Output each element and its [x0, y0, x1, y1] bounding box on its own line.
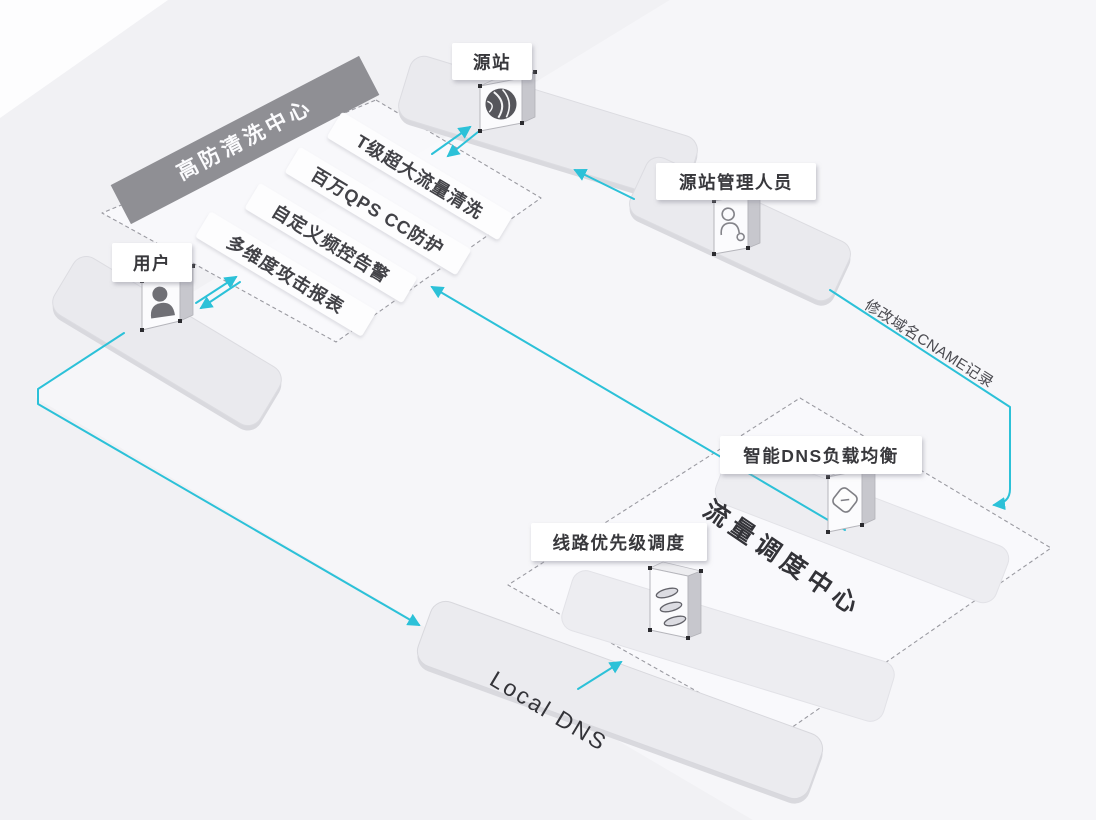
local-dns-platform — [416, 600, 824, 804]
origin-admin-label: 源站管理人员 — [656, 163, 816, 200]
user-label: 用户 — [112, 243, 192, 282]
lines-icon — [655, 587, 687, 627]
globe-icon — [485, 88, 517, 120]
admin-icon — [720, 207, 745, 242]
arrow-cname-path — [829, 289, 1011, 511]
corner-handles — [478, 70, 537, 133]
arrow-cleaning-to-user — [199, 281, 241, 310]
feature-strip — [327, 112, 513, 240]
origin-label: 源站 — [452, 43, 532, 80]
line-priority-box — [648, 561, 703, 640]
arrow-cleaning-to-origin — [431, 125, 472, 155]
feature-strip — [196, 212, 376, 336]
smart-dns-label-text: 智能DNS负载均衡 — [743, 446, 898, 466]
feature-strip — [285, 147, 471, 275]
feature-strip — [245, 183, 417, 303]
origin-label-text: 源站 — [473, 53, 511, 73]
arrow-local-dns-to-traffic — [577, 660, 623, 690]
user-label-text: 用户 — [133, 254, 171, 274]
line-priority-label: 线路优先级调度 — [531, 523, 707, 561]
arrow-traffic-to-cleaning — [430, 286, 846, 531]
origin-admin-label-text: 源站管理人员 — [679, 173, 793, 193]
arrow-origin-to-cleaning — [446, 131, 479, 158]
smart-dns-label: 智能DNS负载均衡 — [720, 436, 922, 474]
line-priority-platform — [561, 570, 895, 722]
corner-handles — [648, 566, 703, 640]
dns-icon — [832, 487, 858, 513]
arrow-admin-to-origin — [573, 169, 635, 200]
line-priority-label-text: 线路优先级调度 — [553, 533, 686, 553]
user-icon — [150, 286, 175, 319]
arrow-user-to-local-dns — [37, 332, 421, 626]
